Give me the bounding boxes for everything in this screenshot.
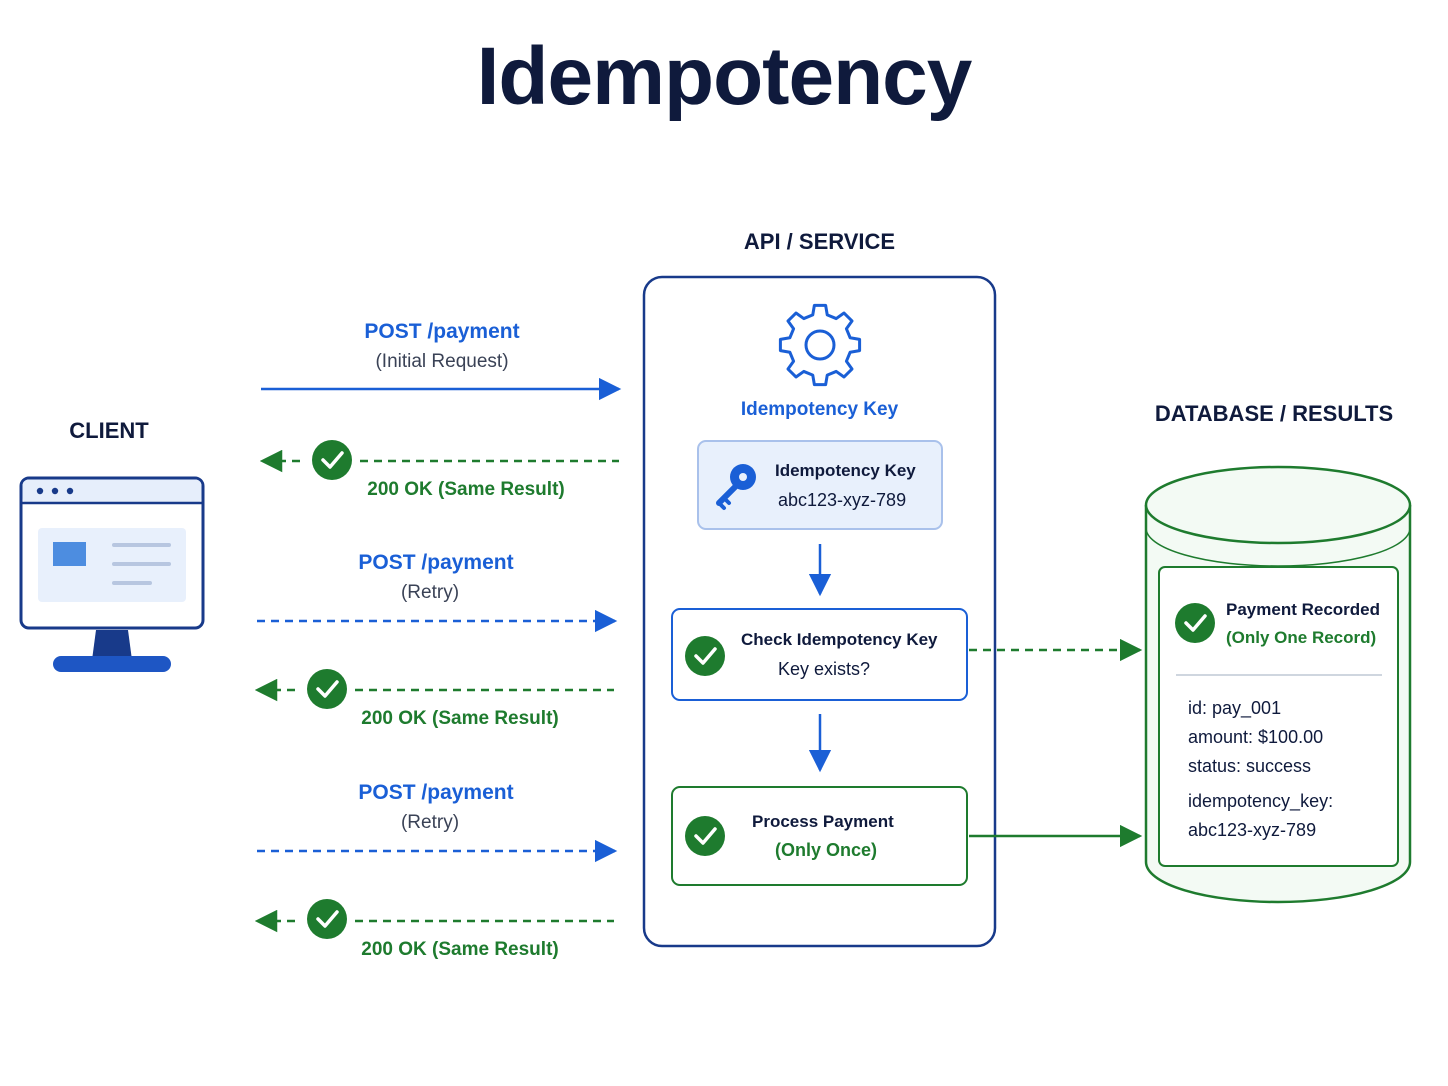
check-circle-icon [307, 669, 347, 709]
check-box-title: Check Idempotency Key [741, 630, 938, 649]
response-2-label: 200 OK (Same Result) [361, 708, 559, 729]
gear-caption: Idempotency Key [740, 399, 899, 420]
request-2-note: (Retry) [400, 582, 460, 603]
record-card [1158, 566, 1399, 867]
page-title: Idempotency [476, 31, 973, 122]
gear-icon [778, 303, 862, 387]
record-id: id: pay_001 [1188, 698, 1282, 718]
client-computer-icon [19, 476, 205, 672]
record-key-value: abc123-xyz-789 [1188, 820, 1317, 840]
request-2-post: POST /payment [358, 551, 514, 574]
check-circle-icon [1175, 603, 1215, 643]
response-3-label: 200 OK (Same Result) [361, 939, 559, 960]
database-label: DATABASE / RESULTS [1154, 401, 1394, 426]
request-3-note: (Retry) [400, 812, 460, 833]
check-box-subtitle: Key exists? [778, 659, 871, 679]
client-label: CLIENT [69, 418, 149, 443]
check-circle-icon [685, 636, 725, 676]
service-label: API / SERVICE [743, 229, 896, 254]
record-amount: amount: $100.00 [1188, 727, 1324, 747]
key-box-value: abc123-xyz-789 [778, 490, 907, 510]
record-subtitle: (Only One Record) [1226, 628, 1377, 647]
process-box-subtitle: (Only Once) [775, 840, 878, 860]
process-box-title: Process Payment [752, 812, 894, 831]
check-circle-icon [685, 816, 725, 856]
process-box [671, 786, 968, 886]
key-box [697, 440, 943, 530]
request-1-note: (Initial Request) [375, 351, 509, 372]
request-3-post: POST /payment [358, 781, 514, 804]
request-1-post: POST /payment [364, 320, 520, 343]
check-box [671, 608, 968, 701]
record-key-label: idempotency_key: [1188, 791, 1334, 811]
key-box-title: Idempotency Key [775, 461, 916, 480]
key-icon [716, 464, 756, 510]
record-title: Payment Recorded [1226, 600, 1380, 619]
response-1-label: 200 OK (Same Result) [367, 479, 565, 500]
check-circle-icon [307, 899, 347, 939]
check-circle-icon [312, 440, 352, 480]
record-status: status: success [1188, 756, 1312, 776]
